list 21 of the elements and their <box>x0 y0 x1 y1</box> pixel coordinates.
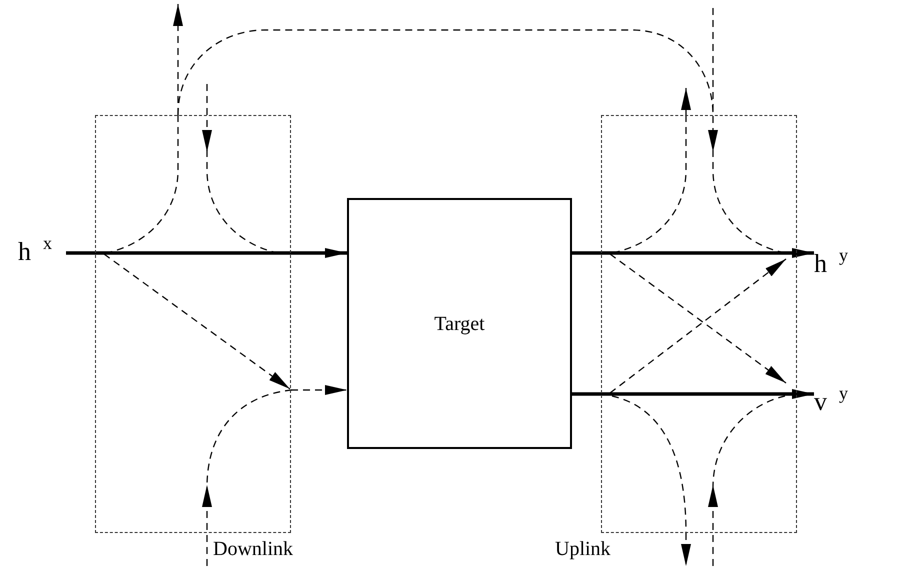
arrow <box>291 248 347 258</box>
arrow <box>202 485 212 566</box>
arrow <box>291 385 347 395</box>
signal-label: h$^{y}$ <box>814 244 864 284</box>
block-label: Target <box>434 314 485 334</box>
arrow <box>708 8 718 152</box>
connector-line <box>66 251 95 255</box>
arrow <box>202 84 212 152</box>
target-block <box>347 198 572 449</box>
arrow <box>681 88 691 115</box>
signal-label: v$^{y}$ <box>814 382 864 422</box>
signal-label: h$^{x}$ <box>18 232 66 272</box>
arrow <box>173 4 183 115</box>
connector-line <box>572 251 601 255</box>
group-label: Uplink <box>555 539 611 559</box>
arrow <box>792 389 814 399</box>
arrow <box>708 485 718 566</box>
connector-line <box>572 392 601 396</box>
arrow <box>792 248 814 258</box>
group-label: Downlink <box>213 539 293 559</box>
arrow <box>681 533 691 566</box>
